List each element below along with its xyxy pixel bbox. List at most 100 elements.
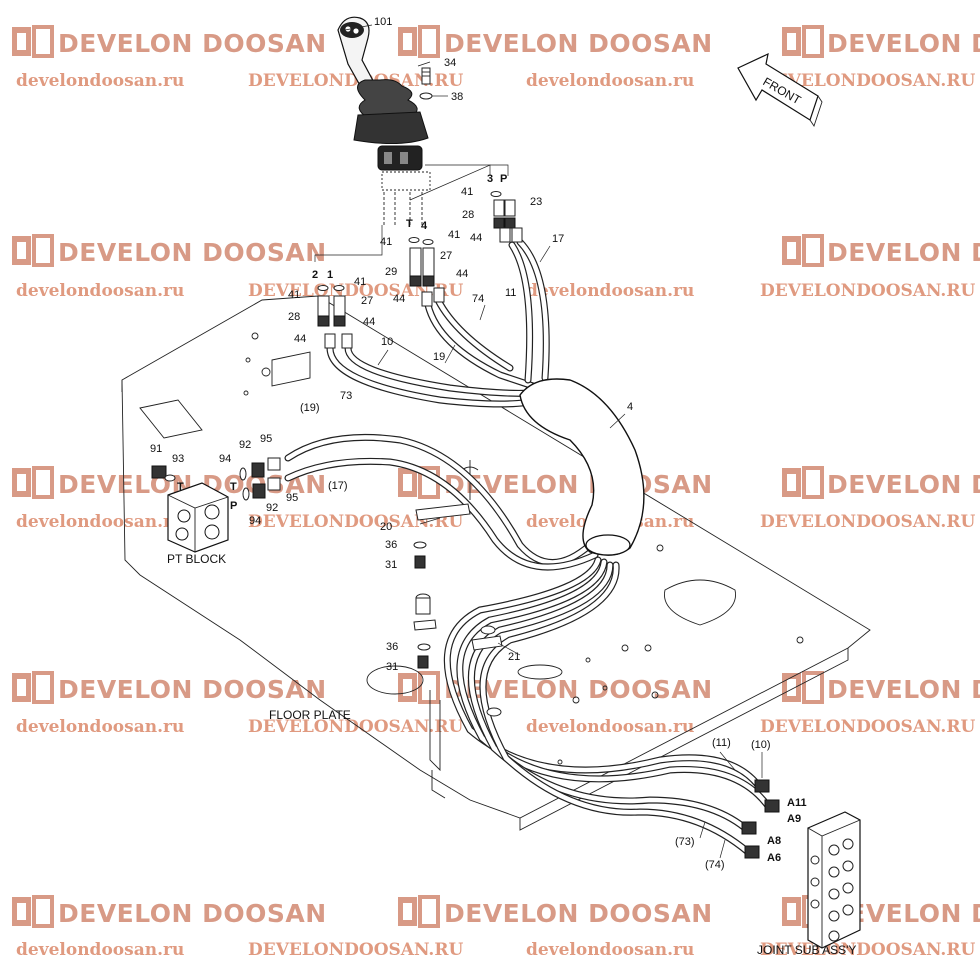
watermark-logo-icon-2 (418, 671, 440, 704)
floor-plate-hole (572, 696, 580, 704)
joint-port (810, 877, 820, 887)
fitting-nut (409, 275, 422, 287)
floor-plate-hole (796, 636, 804, 644)
callout-41: 41 (288, 289, 300, 301)
watermark-url: develondoosan.ru (16, 281, 184, 301)
bolt-31 (417, 655, 429, 669)
joystick-assembly (337, 16, 433, 225)
watermark-logo-icon-2 (802, 466, 824, 499)
callout-95: 95 (260, 433, 272, 445)
watermark-url: DEVELONDOOSAN.RU (248, 717, 463, 737)
port-T: T (406, 218, 413, 230)
block-port-T2: T (230, 481, 237, 493)
watermark-logo-icon-2 (802, 25, 824, 58)
hose-line (284, 457, 599, 571)
hose-end-44 (433, 287, 445, 303)
port-3: 3 (487, 173, 493, 185)
joystick-port-plate (381, 171, 431, 191)
o-ring-93 (164, 474, 176, 482)
hose-line (284, 433, 594, 566)
watermark-logo-inner (787, 242, 796, 259)
callout-44: 44 (470, 232, 482, 244)
joystick-nut-facet (400, 152, 408, 164)
clamp-plate (413, 619, 437, 631)
block-port-P: P (230, 500, 237, 512)
hose-line (456, 558, 772, 810)
callout-19: 19 (433, 351, 445, 363)
callout-28: 28 (462, 209, 474, 221)
clamp-21 (471, 635, 503, 651)
floor-plate-hole (644, 644, 652, 652)
washer-36 (413, 541, 427, 549)
floor-plate-slot (664, 579, 736, 626)
joint-port (842, 882, 854, 894)
callout-11: 11 (505, 287, 516, 299)
port-a9: A9 (787, 813, 801, 825)
callout-21: 21 (508, 651, 520, 663)
callout-94: 94 (219, 453, 231, 465)
joint-port (842, 904, 854, 916)
hose-line (508, 241, 534, 384)
bolt-31 (414, 555, 426, 569)
callout-38: 38 (451, 91, 463, 103)
watermark-logo-inner (403, 679, 412, 696)
watermark-logo-inner (787, 903, 796, 920)
joint-port (828, 844, 840, 856)
joystick-nut-facet (384, 152, 392, 164)
callout-44: 44 (363, 316, 375, 328)
callout-92: 92 (239, 439, 251, 451)
callout-91: 91 (150, 443, 162, 455)
callout-4: 4 (627, 401, 633, 413)
o-ring-94 (239, 467, 247, 481)
watermark-logo-inner (17, 679, 26, 696)
floor-plate-hole (251, 332, 259, 340)
floor-plate-hole (651, 691, 659, 699)
callout-44: 44 (393, 293, 405, 305)
floor-plate-hole (557, 759, 563, 765)
spacer (480, 625, 496, 635)
watermark-url: develondoosan.ru (16, 717, 184, 737)
watermark-brand: DEVELON DOOSAN (444, 29, 713, 58)
watermark-url: DEVELONDOOSAN.RU (760, 940, 975, 960)
callout-17: 17 (552, 233, 564, 245)
watermark-logo-inner (787, 679, 796, 696)
hose-end-44 (511, 227, 523, 243)
o-ring-41 (408, 237, 420, 243)
fitting-nut (493, 217, 505, 229)
watermark-logo-icon-2 (802, 234, 824, 267)
watermark-brand: DEVELON DOOSAN (444, 675, 713, 704)
hose-line (344, 344, 544, 397)
joint-port (842, 838, 854, 850)
floor-plate-hole (366, 665, 424, 695)
callout-36: 36 (386, 641, 398, 653)
callout-41: 41 (354, 276, 366, 288)
leader-lines (314, 24, 509, 262)
callout-23: 23 (530, 196, 542, 208)
callout-73-ref: (73) (675, 836, 695, 848)
port-1: 1 (327, 269, 333, 281)
watermark-logo-inner (17, 33, 26, 50)
pt-block (151, 457, 281, 553)
fitting-nut (504, 217, 516, 229)
o-ring-41 (317, 285, 329, 291)
callout-95: 95 (286, 492, 298, 504)
joystick-base (353, 111, 429, 145)
fitting-nut (317, 315, 330, 327)
callout-44: 44 (456, 268, 468, 280)
front-arrow-edge (809, 95, 823, 128)
watermark-tile: DEVELON DOOSAN DEVELONDOOSAN.RU develond… (248, 25, 713, 91)
fitting-95 (267, 477, 281, 491)
watermark-url: DEVELONDOOSAN.RU (760, 71, 975, 91)
o-ring-41 (422, 239, 434, 245)
port-a8: A8 (767, 835, 781, 847)
callout-74-ref: (74) (705, 859, 725, 871)
callout-20: 20 (380, 521, 392, 533)
watermark-tile: DEVELON DOOSAN DEVELONDOOSAN.RU (760, 234, 980, 301)
hose-line (479, 561, 752, 856)
joint-port (828, 930, 840, 942)
floor-plate-hole (243, 390, 249, 396)
callout-28: 28 (288, 311, 300, 323)
o-ring-41 (490, 191, 502, 197)
watermark-tile: DEVELON DOOSAN DEVELONDOOSAN.RU develond… (248, 895, 712, 960)
watermark-layer: DEVELON DOOSAN develondoosan.ru DEVELON … (12, 25, 980, 960)
